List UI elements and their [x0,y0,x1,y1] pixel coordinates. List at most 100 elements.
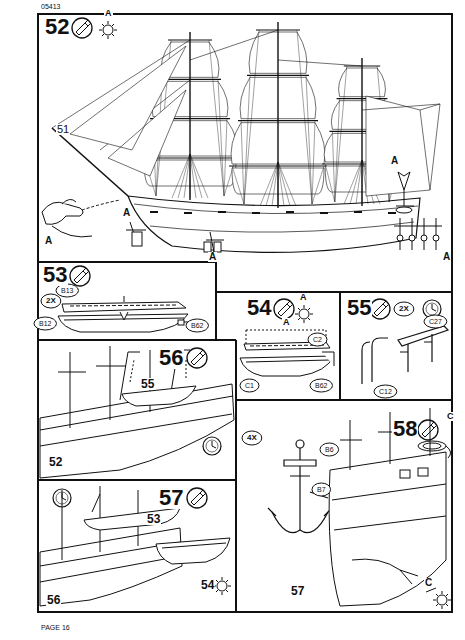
shroud [218,79,224,196]
shroud [278,162,279,206]
part-number: C2 [312,336,323,343]
gunport [286,211,294,213]
gunport [150,211,158,213]
shroud [178,154,190,198]
callout-number: 52 [48,456,63,468]
part-circle [240,379,259,392]
part-number: C27 [428,318,443,325]
shroud [362,160,363,204]
gunport [218,211,226,213]
part-number: B7 [316,486,327,493]
reference-letter: C [424,578,433,588]
shroud [356,160,362,204]
reference-letter: A [442,252,451,262]
davit-parts [362,326,448,384]
yard [337,98,388,99]
part-circle [312,483,331,496]
gunport [320,212,328,214]
callout-number: 55 [140,378,155,390]
ship-hull [40,346,234,478]
callout-number: 53 [146,513,161,525]
boom [362,104,440,190]
part-circle [394,302,414,316]
shroud [172,154,190,198]
part-circle [424,315,447,328]
panel-borders [38,14,452,612]
shroud [209,40,224,196]
shroud [278,162,284,206]
part-number: B12 [38,320,52,327]
reference-letter: A [282,318,291,327]
part-number: B6 [324,446,335,453]
reference-letter: C [446,412,455,421]
step-number: 57 [158,487,184,509]
gunport [252,212,260,214]
reference-letter: A [44,236,53,246]
part-circle [320,443,339,456]
document-number: 05413 [40,3,61,10]
reference-letter: A [104,9,113,18]
mast [361,58,362,206]
part-circle [310,379,332,392]
part-number: B62 [314,382,328,389]
reference-letter: A [122,208,131,218]
shroud [190,154,208,198]
step-number: 53 [42,264,68,286]
quantity-mark: 2X [398,305,410,313]
shroud [190,154,191,198]
shroud [190,154,196,198]
callout-number: 57 [290,585,305,597]
ship-boat [240,330,334,376]
shroud [278,162,290,206]
shroud [272,162,278,206]
shroud [184,154,190,198]
step-number: 58 [392,418,418,440]
shroud [350,160,362,204]
ship-rigging [52,22,440,213]
shroud [278,162,296,206]
part-circle [34,317,56,330]
shroud [190,154,202,198]
shroud [297,30,312,204]
reference-letter: A [208,252,217,262]
quantity-mark: 2X [45,297,57,305]
part-circle [41,294,61,308]
gunport [184,212,192,214]
shroud [344,160,362,204]
ship-hull [40,486,230,606]
shroud [332,131,334,202]
shroud [266,162,278,206]
mast [189,32,190,200]
gunport [388,212,396,214]
hand-with-thread [42,199,120,236]
step-number: 55 [346,297,372,319]
shroud [224,119,227,196]
ship-stern [329,408,446,606]
part-circle [374,385,397,398]
callout-number: 54 [200,579,215,591]
part-circle [186,319,208,332]
yard [238,120,318,121]
mast [277,22,278,208]
step-number: 52 [44,16,70,38]
shroud [312,121,315,204]
part-number: C1 [244,382,255,389]
shroud [260,162,278,206]
part-number: B62 [190,322,204,329]
shroud [312,166,324,204]
reference-letter: A [299,293,308,302]
page-number: PAGE 16 [40,624,71,631]
shroud [335,66,347,202]
shroud [244,75,250,204]
part-number: 51 [56,124,70,135]
shroud [232,166,244,204]
ship-boat [58,296,192,332]
part-circle [242,431,262,445]
spanker [366,96,430,196]
callout-number: 56 [46,594,61,606]
part-circle [308,333,327,346]
gunport [354,211,362,213]
jib [70,46,186,176]
step-number: 56 [158,347,184,369]
